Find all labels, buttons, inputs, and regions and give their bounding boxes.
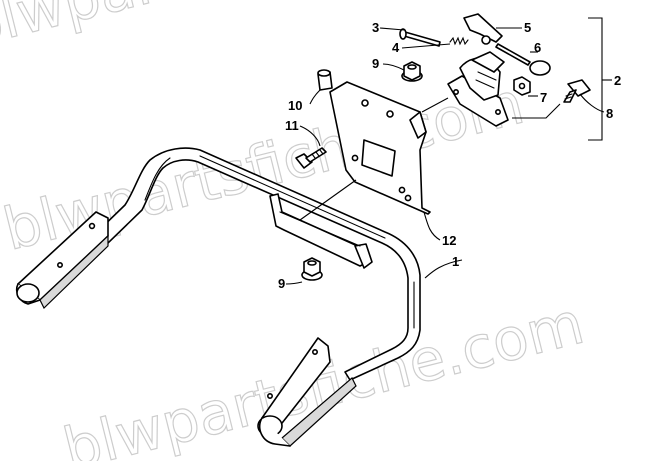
assembly-center-lines <box>299 97 561 221</box>
callout-1[interactable]: 1 <box>452 254 459 269</box>
callout-11[interactable]: 11 <box>285 118 299 133</box>
part-10-spacer[interactable] <box>317 69 333 91</box>
part-7-nut[interactable] <box>513 76 531 96</box>
part-3-bolt[interactable] <box>399 28 441 47</box>
callout-10[interactable]: 10 <box>288 98 302 113</box>
callout-12[interactable]: 12 <box>442 233 456 248</box>
callout-leaders <box>285 27 612 285</box>
part-4-spring[interactable] <box>449 36 469 46</box>
callout-9-upper[interactable]: 9 <box>372 56 379 71</box>
callout-5[interactable]: 5 <box>524 20 531 35</box>
part-9-flange-nut-upper[interactable] <box>401 61 423 82</box>
callout-6[interactable]: 6 <box>534 40 541 55</box>
callout-3[interactable]: 3 <box>372 20 379 35</box>
callout-9-lower[interactable]: 9 <box>278 276 285 291</box>
part-2-latch-assembly[interactable] <box>447 51 509 127</box>
watermark-text-bottom: blwpartsfiche.com <box>57 289 590 461</box>
callout-7[interactable]: 7 <box>540 90 547 105</box>
part-11-bolt[interactable] <box>295 147 327 169</box>
assembly-bracket <box>588 17 603 141</box>
watermark-text-top: blwpartsfiche.com <box>0 0 491 61</box>
callout-8[interactable]: 8 <box>606 106 613 121</box>
part-5-latch-clip[interactable] <box>463 13 503 45</box>
callout-2[interactable]: 2 <box>614 73 621 88</box>
part-1-bumper-rack[interactable] <box>15 147 421 447</box>
part-6-pin[interactable] <box>495 43 551 76</box>
part-8-bolt[interactable] <box>563 79 591 103</box>
callout-4[interactable]: 4 <box>392 40 400 55</box>
callout-labels: 1 2 3 4 5 6 7 8 9 9 10 11 12 <box>278 20 621 291</box>
part-9-flange-nut-lower[interactable] <box>301 257 323 281</box>
